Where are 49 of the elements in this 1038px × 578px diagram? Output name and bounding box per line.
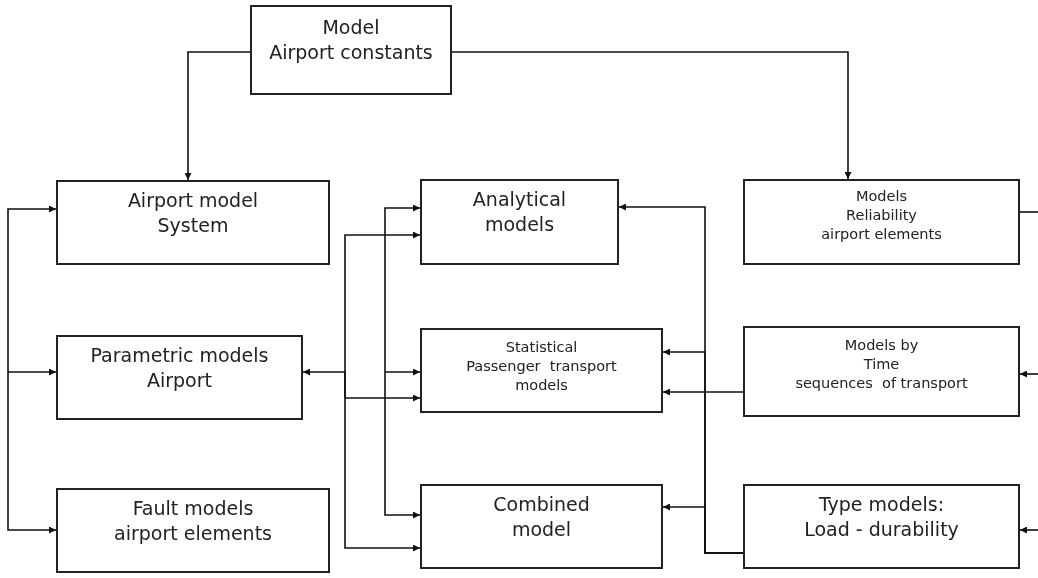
box-text: Passenger transport [466,356,617,376]
process-box [420,484,663,569]
box-text: Airport [146,367,212,393]
arrow [344,394,421,402]
box-text: Parametric models [90,343,269,368]
box-text: Load - durability [804,516,959,542]
arrow [662,388,744,396]
box-text: Combined [493,492,590,517]
box-text: models [515,375,568,395]
box-text: Models by [844,336,919,355]
box-text: airport elements [821,224,942,244]
arrow [384,368,421,376]
process-box [743,179,1020,265]
box-text: Airport constants [269,39,433,65]
arrow [7,368,57,376]
box-text: Analytical [472,187,567,212]
box-text: Type models: [818,492,945,517]
box-text: Model [322,15,380,40]
arrow [1019,370,1038,378]
process-box [56,488,330,573]
box-text: Models [855,187,908,206]
arrow [451,51,852,180]
box-text: Fault models [132,496,254,521]
box-text: Airport model [127,188,259,213]
process-box [420,179,619,265]
arrow [344,397,421,552]
process-box [56,180,330,265]
process-box [743,484,1020,569]
process-box [420,328,663,413]
process-box [56,335,303,420]
arrow [7,371,57,534]
box-text: models [484,211,555,237]
arrow [1019,526,1038,534]
arrow [384,204,421,373]
arrow [384,371,421,519]
arrow [344,231,421,399]
process-box [743,326,1020,417]
box-text: Time [863,354,900,374]
box-text: airport elements [114,520,272,546]
arrow [184,51,251,181]
arrow [7,205,57,373]
process-box [250,5,452,95]
arrow [662,503,744,554]
box-text: model [511,516,572,542]
box-text: sequences of transport [795,373,968,393]
box-text: Reliability [846,205,917,225]
box-text: System [157,212,229,238]
box-text: Statistical [505,338,578,357]
connector-line [1019,211,1038,213]
